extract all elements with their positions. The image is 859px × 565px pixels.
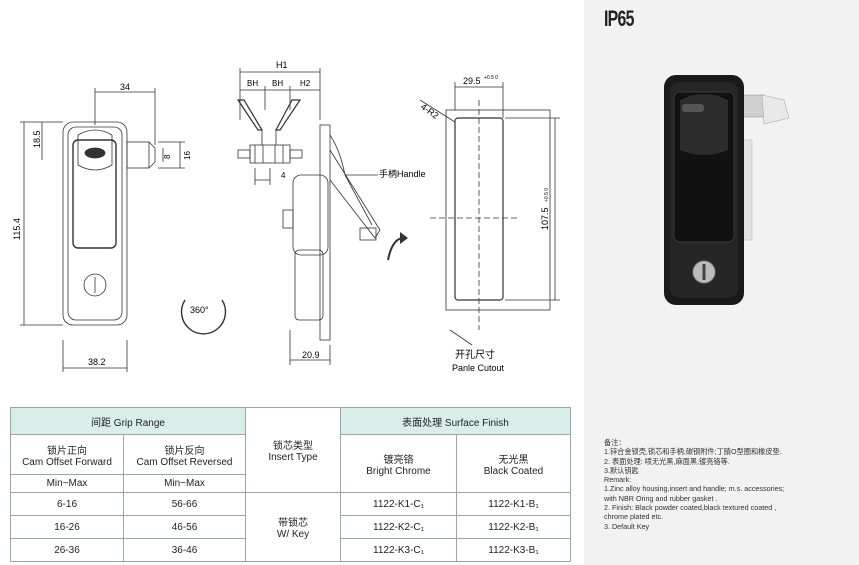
technical-drawing-area: 34 18.5 8 16 115.4 38.2 360° H1 BH BH H2… bbox=[10, 60, 571, 562]
side-view-nut bbox=[249, 144, 291, 164]
key-slot-top bbox=[84, 147, 106, 159]
dim-34: 34 bbox=[120, 82, 130, 92]
ip65-badge: IP65 bbox=[604, 6, 634, 31]
dim-h2: H2 bbox=[300, 79, 311, 88]
product-photo bbox=[664, 75, 790, 305]
dim-107-5-tolerance: +0.5 0 bbox=[544, 188, 550, 202]
product-panel: IP65 备注： 1.锌合金锁壳,锁芯和手柄;碳钢附件;丁腈O型圈和橡皮垫. 2… bbox=[584, 0, 859, 565]
handle-label: 手柄Handle bbox=[379, 168, 426, 179]
cutout-label-cn: 开孔尺寸 bbox=[455, 348, 495, 361]
dim-bh-1: BH bbox=[247, 79, 258, 88]
key-cylinder bbox=[83, 273, 107, 297]
panel-cutout-outer bbox=[445, 109, 551, 311]
dim-18-5: 18.5 bbox=[32, 130, 42, 148]
dim-29-5-tolerance: +0.5 0 bbox=[484, 75, 498, 81]
surface-finish-header: 表面处理 Surface Finish bbox=[340, 407, 571, 435]
rotation-label: 360° bbox=[190, 305, 209, 315]
dim-4: 4 bbox=[281, 171, 286, 180]
side-view-plate bbox=[319, 124, 331, 341]
dim-20-9: 20.9 bbox=[302, 350, 320, 360]
dim-107-5: 107.5 bbox=[540, 207, 550, 230]
dim-bh-2: BH bbox=[272, 79, 283, 88]
dim-16: 16 bbox=[183, 151, 192, 160]
table-row: 26-36 36-46 1122-K3-C₁ 1122-K3-B₁ bbox=[10, 538, 571, 562]
table-row: 16-26 46-56 1122-K2-C₁ 1122-K2-B₁ bbox=[10, 515, 571, 539]
cutout-label-en: Panle Cutout bbox=[452, 363, 505, 373]
grip-range-header: 间距 Grip Range bbox=[10, 407, 246, 435]
min-max-reversed: Min~Max bbox=[123, 474, 246, 493]
min-max-forward: Min~Max bbox=[10, 474, 124, 493]
dim-h1: H1 bbox=[276, 60, 288, 70]
dim-115-4: 115.4 bbox=[12, 218, 22, 240]
technical-drawing: 34 18.5 8 16 115.4 38.2 360° H1 BH BH H2… bbox=[12, 60, 560, 373]
handle-recess bbox=[72, 139, 117, 249]
dim-4-r2: 4-R2 bbox=[419, 101, 441, 120]
dim-8: 8 bbox=[163, 154, 172, 159]
dim-29-5: 29.5 bbox=[463, 76, 481, 86]
dim-38-2: 38.2 bbox=[88, 357, 106, 367]
remarks: 备注： 1.锌合金锁壳,锁芯和手柄;碳钢附件;丁腈O型圈和橡皮垫. 2. 表面处… bbox=[604, 438, 785, 531]
